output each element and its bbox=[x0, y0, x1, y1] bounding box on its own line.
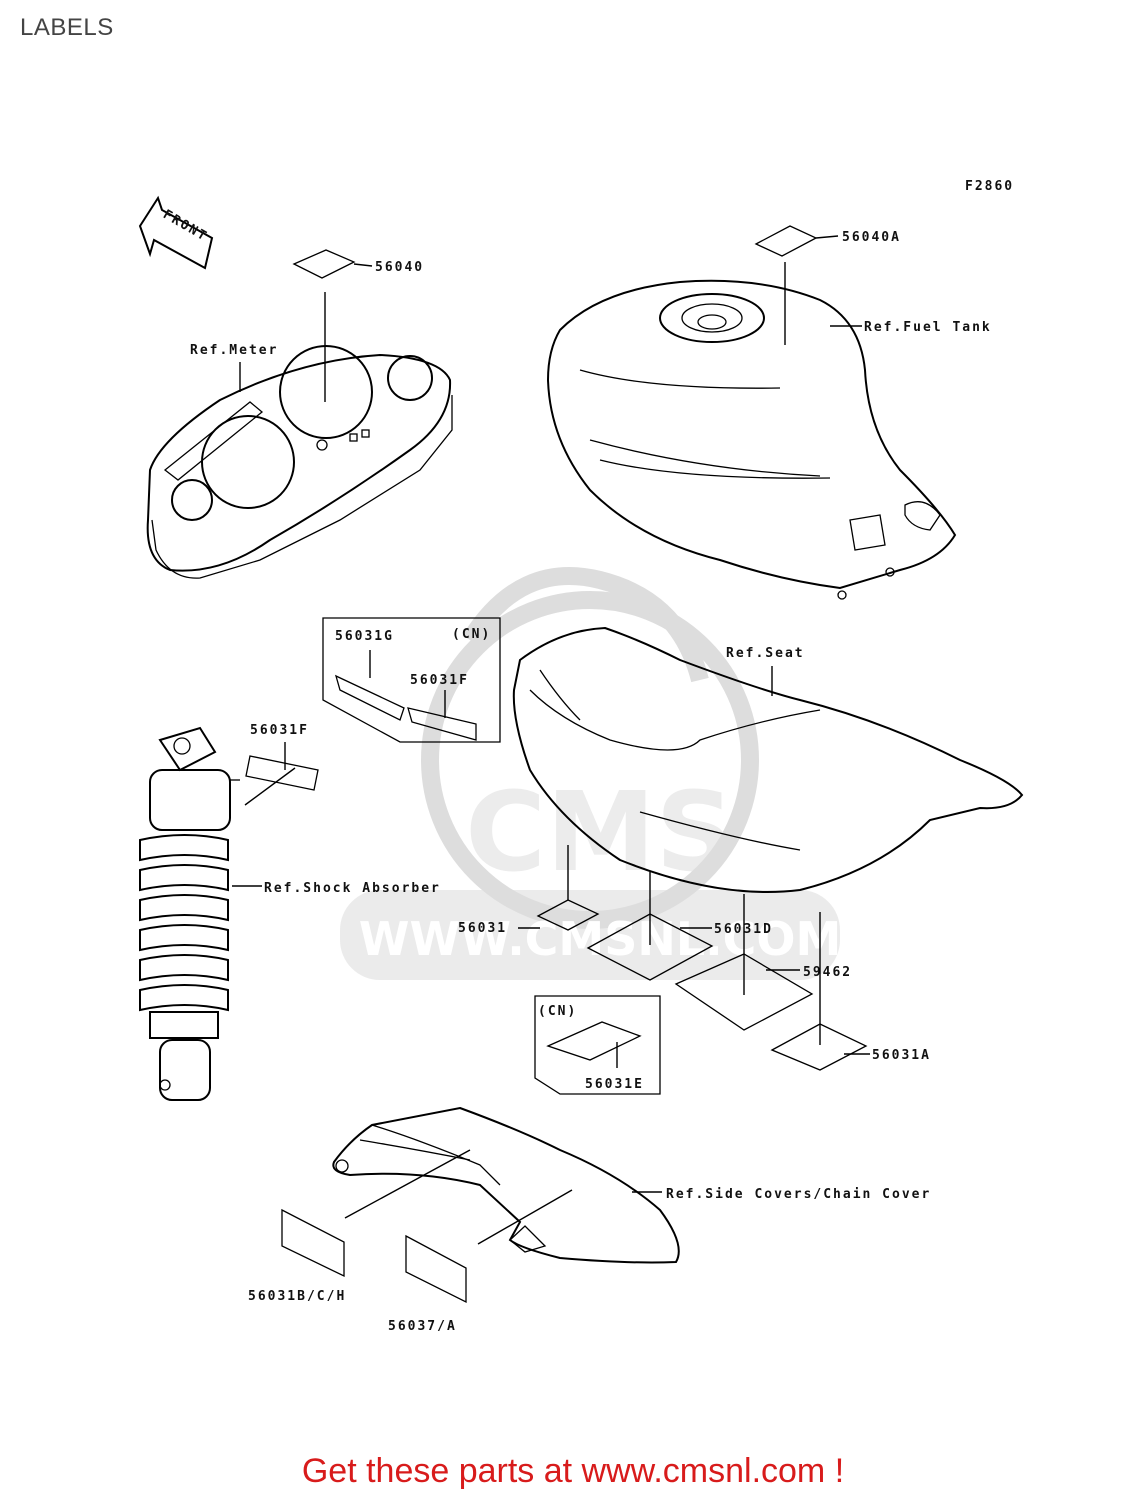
watermark-url: WWW.CMSNL.COM bbox=[359, 912, 842, 966]
ref-meter-label: Ref.Meter bbox=[190, 343, 278, 358]
part-56031-label: 56031 bbox=[458, 921, 507, 936]
label-56040-shape bbox=[292, 249, 356, 279]
part-56031e-label: 56031E bbox=[585, 1077, 644, 1092]
shock-absorber-drawing bbox=[139, 726, 240, 1101]
label-56031a-shape bbox=[770, 1023, 868, 1071]
fuel-tank-drawing bbox=[546, 279, 957, 600]
label-56040a-shape bbox=[754, 225, 818, 257]
cn-label-set-top: 56031G (CN) 56031F bbox=[322, 617, 501, 743]
cta-link[interactable]: Get these parts at www.cmsnl.com ! bbox=[301, 1452, 845, 1490]
ref-side-covers-label: Ref.Side Covers/Chain Cover bbox=[666, 1187, 931, 1202]
part-56031f-box-label: 56031F bbox=[410, 673, 469, 688]
label-56031f-shape bbox=[245, 755, 319, 791]
meter-drawing bbox=[146, 345, 453, 579]
part-56031bch-label: 56031B/C/H bbox=[248, 1289, 346, 1304]
part-59462-label: 59462 bbox=[803, 965, 852, 980]
cn-top-label: (CN) bbox=[452, 627, 491, 642]
front-arrow-icon: FRONT bbox=[138, 195, 214, 270]
label-56037a-shape bbox=[405, 1234, 467, 1304]
cn-bottom-label: (CN) bbox=[538, 1004, 577, 1019]
watermark-brand: CMS bbox=[465, 768, 734, 896]
part-56031f-label: 56031F bbox=[250, 723, 309, 738]
part-56040-label: 56040 bbox=[375, 260, 424, 275]
part-56040a-label: 56040A bbox=[842, 230, 901, 245]
label-59462-shape bbox=[674, 953, 814, 1031]
cn-label-set-bottom: (CN) 56031E bbox=[534, 995, 661, 1095]
part-56031g-label: 56031G bbox=[335, 629, 394, 644]
ref-fuel-tank-label: Ref.Fuel Tank bbox=[864, 320, 992, 335]
figure-code: F2860 bbox=[965, 179, 1014, 194]
part-56031d-label: 56031D bbox=[714, 922, 773, 937]
seat-drawing bbox=[512, 626, 1024, 893]
label-56031d-shape bbox=[586, 913, 714, 981]
front-arrow-label: FRONT bbox=[160, 207, 210, 245]
page-title: LABELS bbox=[20, 14, 114, 41]
part-56037a-label: 56037/A bbox=[388, 1319, 457, 1334]
ref-seat-label: Ref.Seat bbox=[726, 646, 805, 661]
label-56031-shape bbox=[536, 899, 600, 931]
label-56031bch-shape bbox=[281, 1208, 345, 1278]
side-covers-chain-cover-drawing bbox=[332, 1106, 680, 1264]
part-56031a-label: 56031A bbox=[872, 1048, 931, 1063]
ref-shock-absorber-label: Ref.Shock Absorber bbox=[264, 881, 441, 896]
cms-watermark-logo: CMS WWW.CMSNL.COM bbox=[340, 567, 842, 980]
